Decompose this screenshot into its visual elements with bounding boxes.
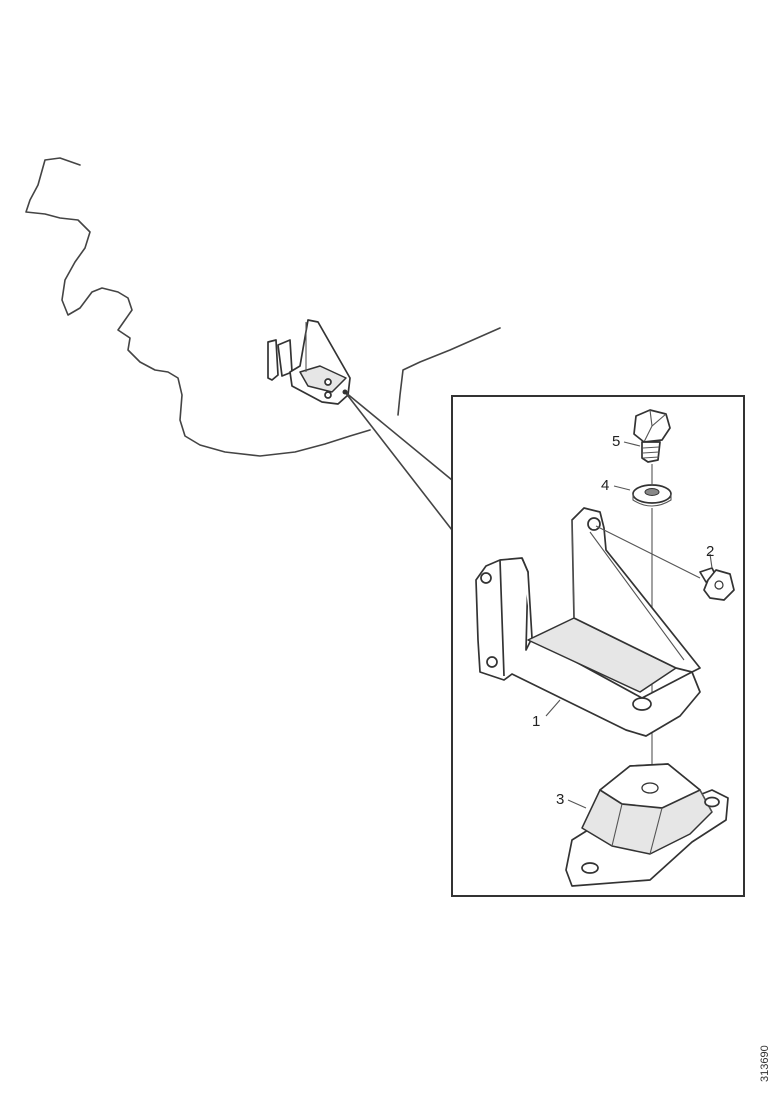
callout-3: 3 — [556, 791, 564, 808]
washer — [632, 484, 672, 507]
detail-leader-lines — [344, 391, 453, 531]
vehicle-frame-outline — [25, 157, 371, 457]
callout-5: 5 — [612, 433, 620, 450]
callout-2: 2 — [706, 543, 714, 560]
background-part-outline — [397, 327, 501, 416]
callout-leader-4 — [613, 485, 631, 491]
callout-1: 1 — [532, 713, 540, 730]
detail-view-frame — [451, 395, 745, 897]
rubber-mount — [565, 763, 729, 887]
callout-4: 4 — [601, 477, 609, 494]
screw — [595, 525, 735, 601]
callout-leader-1 — [545, 699, 561, 717]
callout-leader-2 — [709, 553, 713, 569]
bracket-location-view — [267, 319, 351, 405]
bolt — [633, 409, 671, 463]
callout-leader-3 — [567, 799, 587, 809]
drawing-number: 313690 — [759, 1045, 771, 1082]
bracket — [475, 507, 701, 737]
detail-leader-origin — [342, 389, 348, 395]
callout-leader-5 — [623, 441, 641, 447]
